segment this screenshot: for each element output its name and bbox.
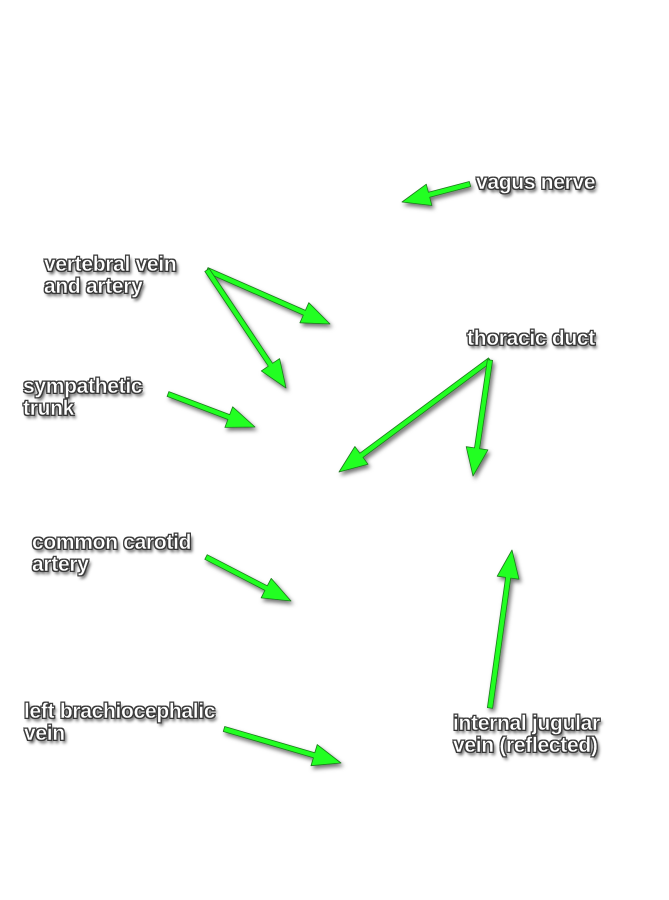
arrow-common-carotid-artery xyxy=(204,554,292,602)
arrow-vertebral-vein xyxy=(205,267,331,325)
label-line: vein (reflected) xyxy=(453,734,598,757)
arrow-thoracic-duct-down xyxy=(465,359,494,477)
label-internal-jugular-vein: internal jugular vein (reflected) xyxy=(453,712,601,757)
label-vagus-nerve: vagus nerve xyxy=(476,171,596,194)
label-line: vein xyxy=(24,722,66,745)
label-line: trunk xyxy=(23,397,75,420)
arrow-internal-jugular-vein xyxy=(486,549,520,709)
label-thoracic-duct: thoracic duct xyxy=(467,327,596,350)
label-line: left brachiocephalic xyxy=(24,700,216,723)
label-line: common carotid xyxy=(32,531,192,554)
label-vertebral-vein-and-artery: vertebral vein and artery xyxy=(44,253,177,298)
arrow-thoracic-duct-left xyxy=(338,357,492,473)
arrow-sympathetic-trunk xyxy=(166,391,256,428)
label-line: artery xyxy=(32,553,89,576)
label-line: vertebral vein xyxy=(44,253,177,276)
label-line: sympathetic xyxy=(23,375,143,398)
arrow-left-brachiocephalic-vein xyxy=(222,726,342,767)
label-line: internal jugular xyxy=(453,712,601,735)
label-line: thoracic duct xyxy=(467,327,596,350)
label-left-brachiocephalic-vein: left brachiocephalic vein xyxy=(24,700,216,745)
label-line: vagus nerve xyxy=(476,171,596,194)
arrow-vertebral-artery xyxy=(204,268,287,389)
label-line: and artery xyxy=(44,275,143,298)
arrow-vagus-nerve xyxy=(401,181,472,206)
label-sympathetic-trunk: sympathetic trunk xyxy=(23,375,143,420)
label-common-carotid-artery: common carotid artery xyxy=(32,531,192,576)
